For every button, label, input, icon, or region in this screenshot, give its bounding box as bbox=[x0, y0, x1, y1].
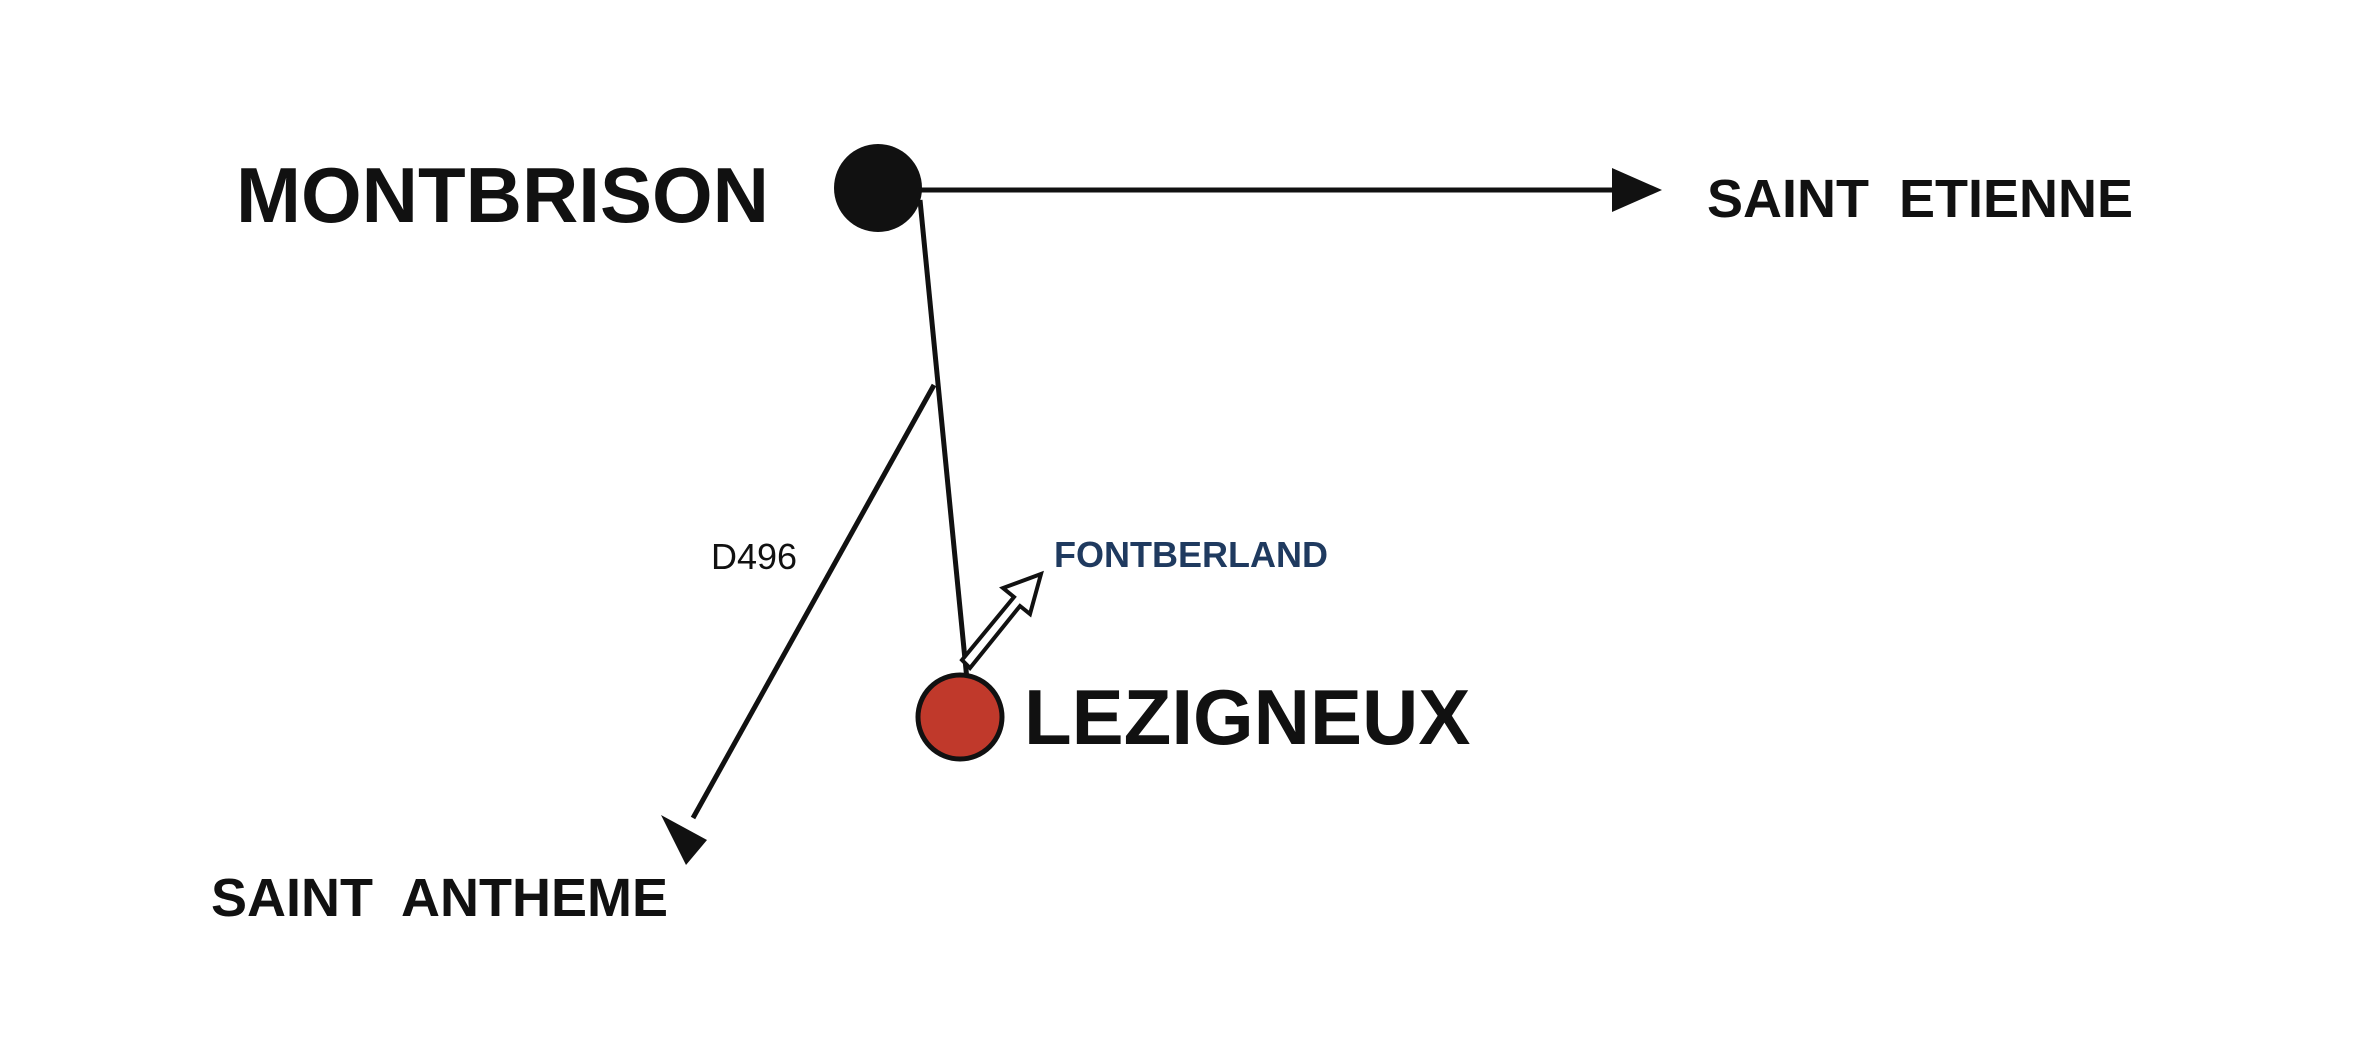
lezigneux-marker bbox=[915, 672, 1005, 762]
montbrison-marker bbox=[834, 144, 922, 232]
arrow-head-saint-antheme bbox=[661, 815, 707, 865]
fontberland-label: FONTBERLAND bbox=[1054, 534, 1328, 575]
montbrison-label: MONTBRISON bbox=[236, 151, 769, 239]
d496-road-label: D496 bbox=[711, 536, 797, 577]
arrow-head-saint-etienne bbox=[1612, 168, 1662, 212]
saint-antheme-label: SAINT ANTHEME bbox=[211, 868, 668, 928]
saint-etienne-label: SAINT ETIENNE bbox=[1707, 169, 2133, 229]
road-d496 bbox=[690, 383, 937, 820]
road-to-lezigneux bbox=[917, 199, 971, 691]
fontberland-direction-arrow bbox=[959, 570, 1044, 671]
lezigneux-label: LEZIGNEUX bbox=[1024, 673, 1470, 761]
